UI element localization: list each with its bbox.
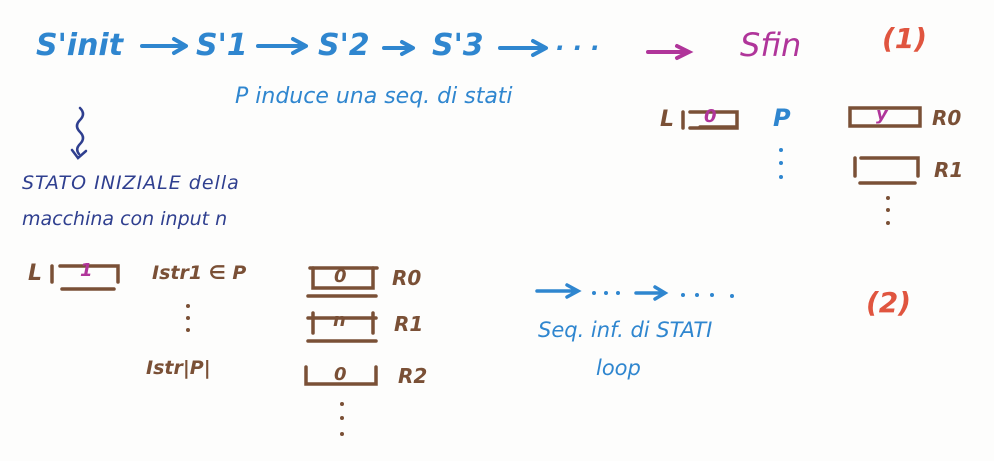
instruction-first: Istr1 ∈ P bbox=[152, 262, 247, 284]
state-3: S'3 bbox=[432, 28, 484, 63]
arrow-icon bbox=[498, 39, 548, 57]
state-1: S'1 bbox=[196, 28, 248, 63]
R0-init-box bbox=[311, 266, 375, 290]
arrow-icon bbox=[140, 37, 188, 55]
initial-registers bbox=[50, 264, 379, 386]
initial-R1-label: R1 bbox=[394, 312, 424, 336]
initial-R0-label: R0 bbox=[392, 266, 422, 290]
squiggle-arrow bbox=[70, 106, 88, 160]
final-R1-label: R1 bbox=[934, 158, 964, 182]
final-R0-value: y bbox=[876, 104, 888, 125]
dots-between-instructions bbox=[186, 304, 190, 332]
R2-init-box bbox=[304, 365, 378, 386]
final-R0-label: R0 bbox=[932, 106, 962, 130]
final-arrow bbox=[646, 44, 694, 60]
state-2: S'2 bbox=[318, 28, 370, 63]
initial-R1-value: n bbox=[333, 310, 346, 331]
R1-init-sides bbox=[311, 311, 375, 335]
loop-caption-line1: Seq. inf. di STATI bbox=[538, 318, 713, 342]
state-init: S'init bbox=[36, 28, 124, 63]
squiggle-icon bbox=[75, 106, 85, 156]
sequence-caption: P induce una seq. di stati bbox=[235, 84, 513, 109]
case-2-tag: (2) bbox=[866, 286, 912, 319]
arrow-icon bbox=[646, 44, 694, 60]
loop-caption-line2: loop bbox=[596, 356, 641, 380]
case-1-tag: (1) bbox=[882, 22, 928, 55]
instruction-last: Istr|P| bbox=[146, 357, 211, 379]
L1-box bbox=[50, 264, 120, 284]
state-arrows bbox=[140, 37, 548, 57]
R1-box bbox=[853, 156, 920, 178]
initial-R0-value: 0 bbox=[334, 266, 347, 287]
initial-R2-value: 0 bbox=[334, 364, 347, 385]
dots-under-R1 bbox=[886, 196, 890, 225]
loop-arrows bbox=[535, 283, 669, 301]
dots-under-P bbox=[779, 148, 783, 179]
loop-dots bbox=[592, 291, 734, 298]
arrow-icon bbox=[382, 40, 415, 56]
R0-R1-divider bbox=[306, 294, 378, 320]
initial-note-line2: macchina con input n bbox=[22, 208, 228, 230]
initial-L-label: L bbox=[28, 261, 43, 286]
arrow-icon bbox=[535, 283, 582, 299]
initial-R2-label: R2 bbox=[398, 364, 428, 388]
arrowhead-icon bbox=[70, 148, 88, 160]
final-program-label: P bbox=[773, 104, 791, 132]
R0-box bbox=[848, 106, 922, 128]
arrow-icon bbox=[256, 37, 308, 55]
initial-L-value: 1 bbox=[80, 260, 93, 281]
state-dots: . . . bbox=[556, 28, 601, 56]
initial-note-line1: STATO INIZIALE della bbox=[22, 172, 240, 194]
dots-under-registers bbox=[340, 402, 344, 436]
final-L-label: L bbox=[660, 107, 675, 132]
final-L-value: 0 bbox=[704, 106, 717, 127]
state-final: Sfin bbox=[740, 26, 802, 64]
arrow-icon bbox=[634, 285, 669, 301]
final-registers bbox=[681, 106, 922, 185]
